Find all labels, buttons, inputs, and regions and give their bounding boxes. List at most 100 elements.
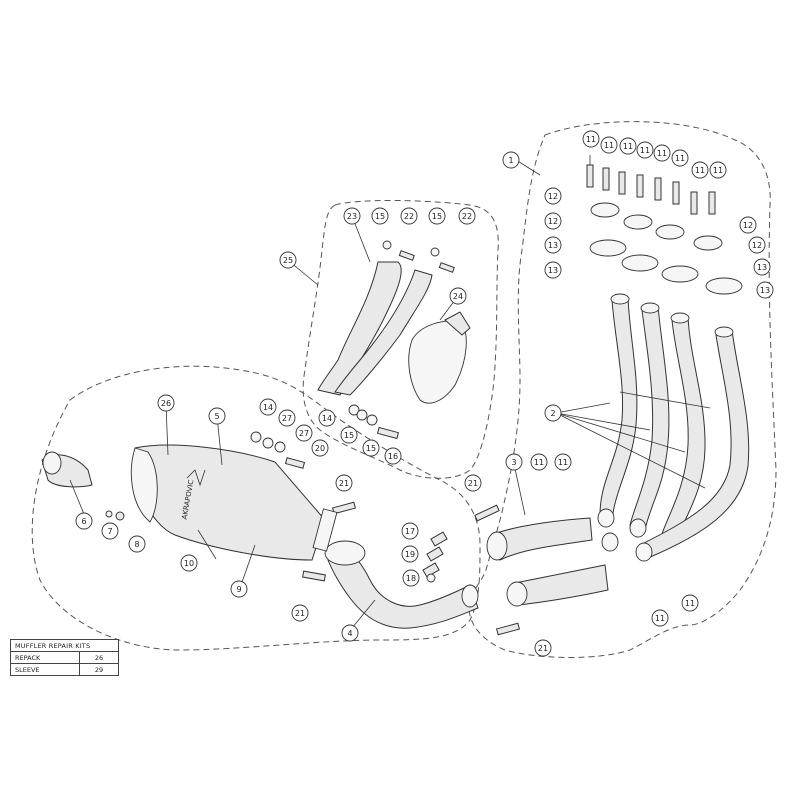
- end-cap-6: [41, 451, 93, 488]
- callout-number: 14: [322, 414, 332, 423]
- callout-13: 13: [544, 236, 562, 254]
- callout-number: 9: [236, 585, 241, 594]
- callout-number: 11: [675, 154, 685, 163]
- callout-16: 16: [384, 447, 402, 465]
- link-pipe-4: [324, 540, 479, 629]
- callout-number: 13: [548, 241, 558, 250]
- callout-22: 22: [458, 207, 476, 225]
- callout-21: 21: [335, 474, 353, 492]
- group-outline-bracket: [302, 200, 499, 479]
- header-pipes-2: [597, 293, 750, 562]
- callout-11: 11: [681, 594, 699, 612]
- callout-13: 13: [756, 281, 774, 299]
- callout-number: 15: [344, 431, 354, 440]
- callout-number: 1: [508, 156, 513, 165]
- callout-number: 15: [432, 212, 442, 221]
- callout-number: 12: [752, 241, 762, 250]
- callout-11: 11: [619, 137, 637, 155]
- callout-24: 24: [449, 287, 467, 305]
- callout-number: 8: [134, 540, 139, 549]
- kit-part-number: 26: [79, 651, 119, 664]
- callout-number: 21: [538, 644, 548, 653]
- callout-3: 3: [505, 453, 523, 471]
- bolt-8: [115, 511, 125, 521]
- callout-14: 14: [318, 409, 336, 427]
- callout-11: 11: [530, 453, 548, 471]
- callout-number: 23: [347, 212, 357, 221]
- callout-12: 12: [544, 187, 562, 205]
- callout-number: 3: [511, 458, 516, 467]
- callout-11: 11: [653, 144, 671, 162]
- callout-25: 25: [279, 251, 297, 269]
- muffler-5: AKRAPOVIC: [130, 444, 338, 561]
- callout-10: 10: [180, 554, 198, 572]
- callout-number: 11: [623, 142, 633, 151]
- callout-number: 25: [283, 256, 293, 265]
- callout-14: 14: [259, 398, 277, 416]
- callout-23: 23: [343, 207, 361, 225]
- table-row: SLEEVE 29: [10, 663, 119, 676]
- callout-number: 13: [760, 286, 770, 295]
- collector-3: [486, 517, 609, 607]
- callout-number: 2: [550, 409, 555, 418]
- callout-27: 27: [295, 424, 313, 442]
- callout-12: 12: [748, 236, 766, 254]
- callout-number: 11: [685, 599, 695, 608]
- callout-number: 6: [81, 517, 86, 526]
- callout-21: 21: [534, 639, 552, 657]
- callout-8: 8: [128, 535, 146, 553]
- callout-1: 1: [502, 151, 520, 169]
- callout-number: 11: [586, 135, 596, 144]
- muffler-repair-kits-table: MUFFLER REPAIR KITS REPACK 26 SLEEVE 29: [10, 639, 119, 676]
- callout-number: 11: [640, 146, 650, 155]
- callout-number: 11: [695, 166, 705, 175]
- callout-number: 26: [161, 399, 171, 408]
- callout-20: 20: [311, 439, 329, 457]
- callout-11: 11: [600, 136, 618, 154]
- group-outline-muffler: [31, 365, 481, 651]
- muffler-strap-24: [408, 311, 471, 404]
- callout-9: 9: [230, 580, 248, 598]
- callout-number: 16: [388, 452, 398, 461]
- callout-number: 18: [406, 574, 416, 583]
- callout-5: 5: [208, 407, 226, 425]
- callout-number: 17: [405, 527, 415, 536]
- callout-18: 18: [402, 569, 420, 587]
- callout-6: 6: [75, 512, 93, 530]
- callout-number: 12: [548, 192, 558, 201]
- callout-number: 27: [299, 429, 309, 438]
- springs-21: [302, 501, 521, 636]
- callout-number: 15: [366, 444, 376, 453]
- callout-number: 12: [743, 221, 753, 230]
- bracket-hardware: [382, 240, 455, 273]
- callout-21: 21: [464, 474, 482, 492]
- callout-number: 21: [295, 609, 305, 618]
- spring-set-11: [586, 155, 716, 215]
- callout-number: 11: [713, 166, 723, 175]
- callout-11: 11: [582, 130, 600, 148]
- callout-number: 11: [534, 458, 544, 467]
- group-outline-header: [468, 121, 777, 658]
- callout-22: 22: [400, 207, 418, 225]
- callout-21: 21: [291, 604, 309, 622]
- callout-19: 19: [401, 545, 419, 563]
- callout-12: 12: [739, 216, 757, 234]
- callout-number: 11: [655, 614, 665, 623]
- callout-15: 15: [428, 207, 446, 225]
- callout-11: 11: [671, 149, 689, 167]
- callout-11: 11: [636, 141, 654, 159]
- callout-4: 4: [341, 624, 359, 642]
- callout-13: 13: [753, 258, 771, 276]
- callout-15: 15: [371, 207, 389, 225]
- callout-number: 20: [315, 444, 325, 453]
- callout-2: 2: [544, 404, 562, 422]
- callout-number: 21: [468, 479, 478, 488]
- callout-number: 4: [347, 629, 352, 638]
- callout-7: 7: [101, 522, 119, 540]
- callout-number: 12: [548, 217, 558, 226]
- callout-11: 11: [709, 161, 727, 179]
- callout-number: 22: [462, 212, 472, 221]
- kit-part-number: 29: [79, 663, 119, 676]
- callout-number: 15: [375, 212, 385, 221]
- callout-11: 11: [554, 453, 572, 471]
